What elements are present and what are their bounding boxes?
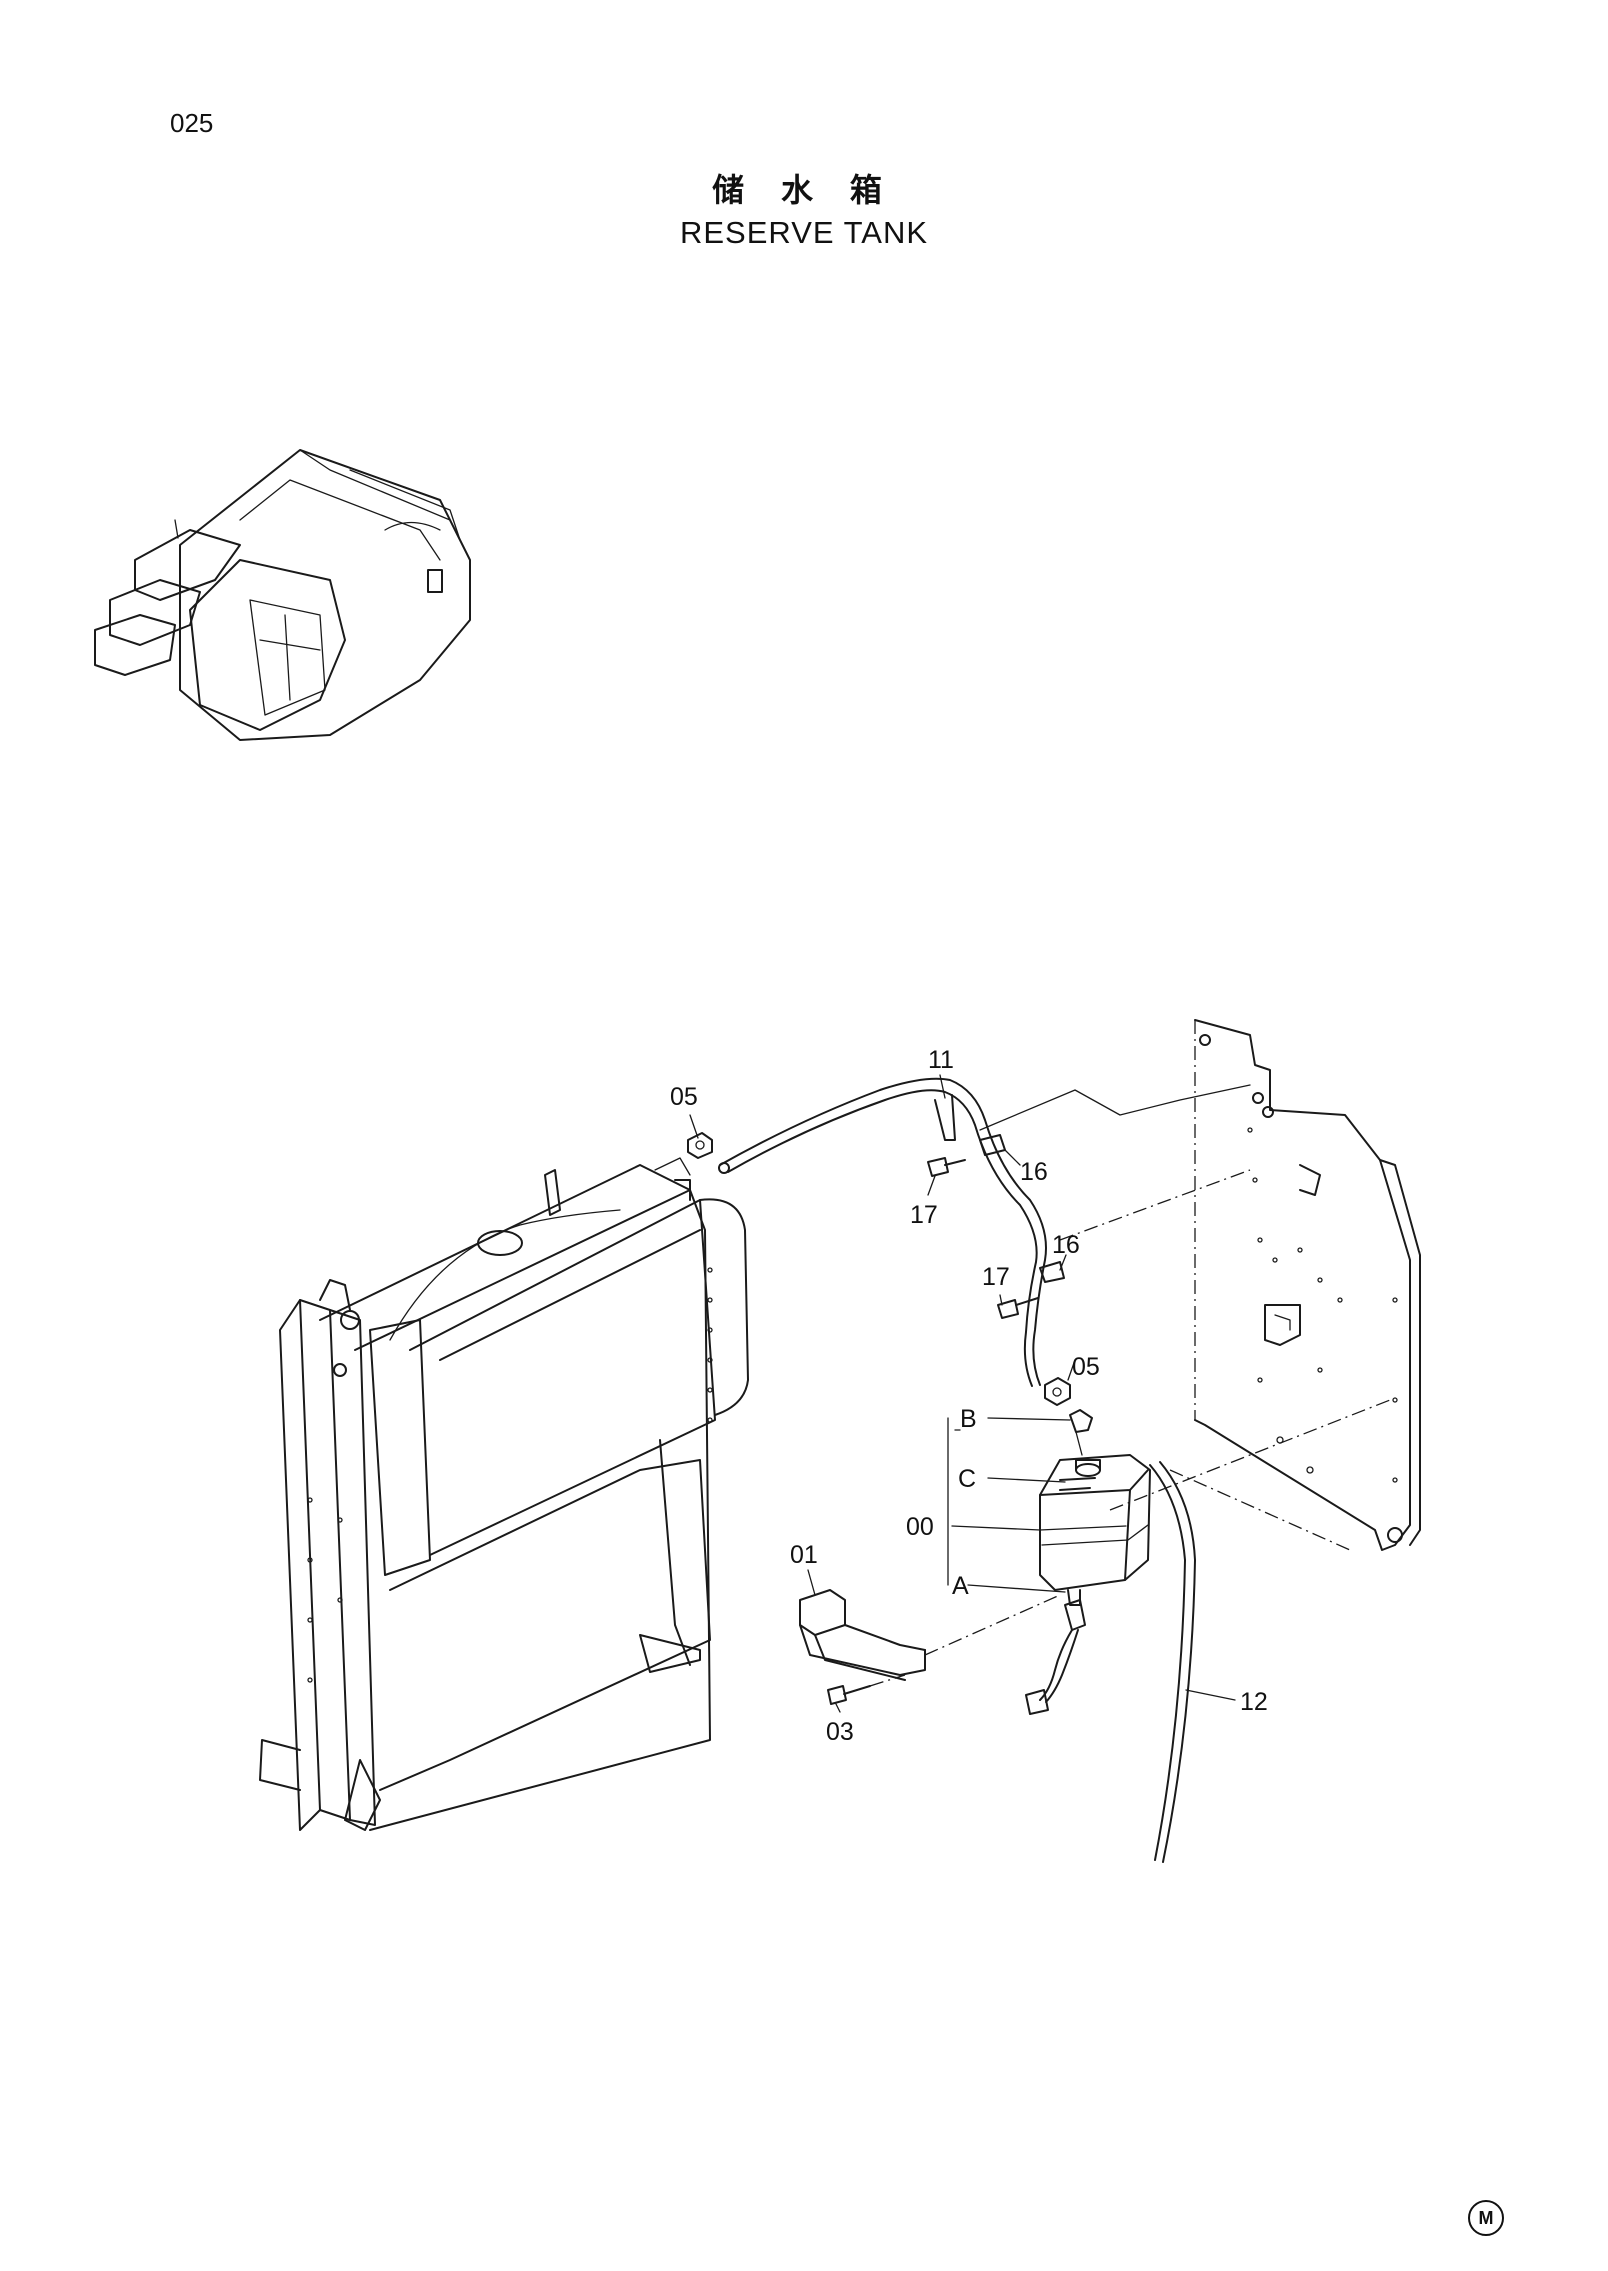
callout-01: 01 xyxy=(790,1541,818,1569)
bolt-17-upper xyxy=(927,1157,966,1177)
callout-A: A xyxy=(952,1572,969,1600)
nut-05-upper xyxy=(687,1132,713,1159)
clamp-16-upper xyxy=(979,1134,1006,1156)
bracket-01-illustration xyxy=(799,1589,1061,1681)
callout-17-upper: 17 xyxy=(910,1201,938,1229)
callout-03: 03 xyxy=(826,1718,854,1746)
leader-lines xyxy=(689,1074,1236,1713)
panel-bolt-holes xyxy=(1247,1127,1398,1483)
callout-17-lower: 17 xyxy=(982,1263,1010,1291)
reserve-tank-illustration xyxy=(1039,1409,1151,1606)
callout-00: 00 xyxy=(906,1513,934,1541)
nut-05-lower xyxy=(1044,1377,1071,1406)
overflow-hose-illustration xyxy=(718,1077,1047,1387)
callout-12: 12 xyxy=(1240,1688,1268,1716)
page-title-chinese: 储 水 箱 xyxy=(712,172,896,208)
stamp-m-icon: M xyxy=(1468,2200,1504,2236)
clamp-16-lower xyxy=(1039,1261,1065,1283)
mounting-panel-illustration xyxy=(979,1019,1421,1551)
callout-05-lower: 05 xyxy=(1072,1353,1100,1381)
callout-16-upper: 16 xyxy=(1020,1158,1048,1186)
callout-B: B xyxy=(960,1405,977,1433)
machine-overview-illustration xyxy=(94,449,471,741)
radiator-assembly-illustration xyxy=(259,1157,749,1831)
level-sensor-illustration xyxy=(1025,1599,1086,1715)
bolt-17-lower xyxy=(997,1297,1039,1319)
bolt-03-illustration xyxy=(827,1674,906,1705)
callout-C: C xyxy=(958,1465,976,1493)
callout-16-lower: 16 xyxy=(1052,1231,1080,1259)
callout-labels: 05 11 16 17 16 17 05 B C 00 A 01 03 12 xyxy=(670,1046,1268,1746)
page-number: 025 xyxy=(170,108,214,138)
callout-05-upper: 05 xyxy=(670,1083,698,1111)
page-title: RESERVE TANK xyxy=(679,215,929,250)
drain-hose-12-illustration xyxy=(1149,1461,1196,1863)
radiator-bolt-holes xyxy=(307,1267,713,1683)
callout-11: 11 xyxy=(928,1046,954,1074)
